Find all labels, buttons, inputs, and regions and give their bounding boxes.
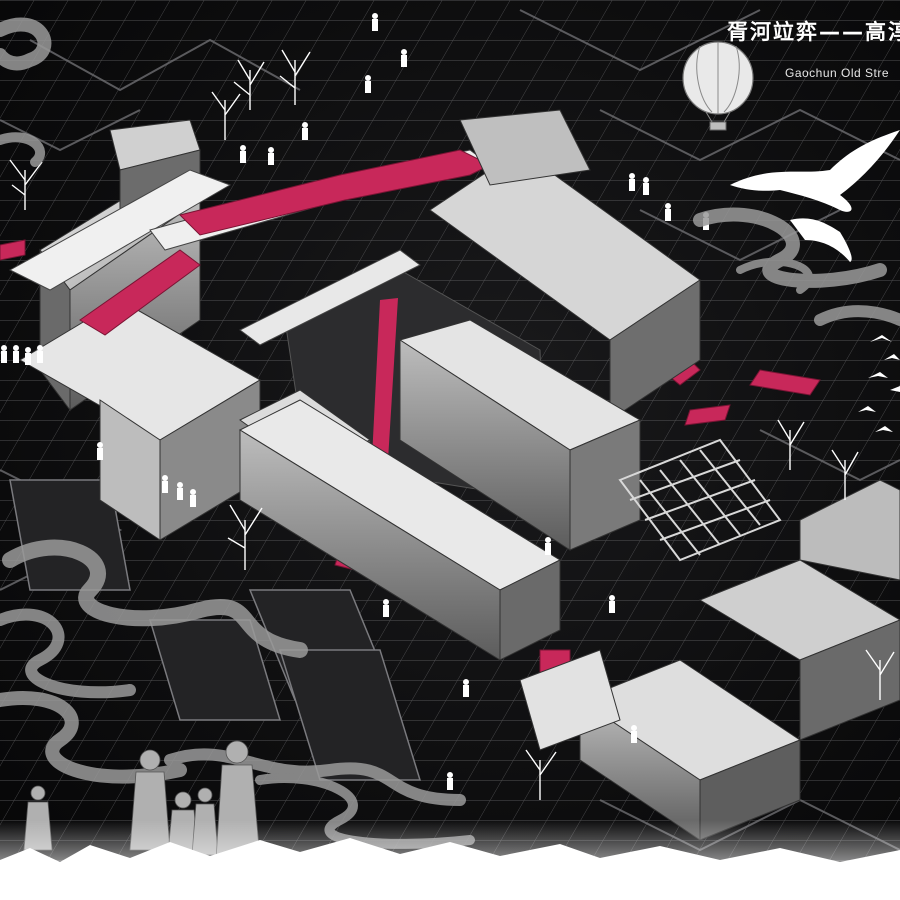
right-central-building <box>398 109 701 551</box>
bare-trees <box>9 49 895 800</box>
flying-birds <box>730 130 900 432</box>
foreground-mist <box>0 820 900 900</box>
timber-frame <box>618 438 782 562</box>
page-title: 胥河竝弈——高淳 <box>727 20 900 44</box>
front-bar-building <box>238 399 562 661</box>
lower-right-buildings <box>519 479 900 841</box>
pedestrians <box>1 13 709 790</box>
swirling-clouds <box>0 17 900 849</box>
page-subtitle: Gaochun Old Stre <box>785 66 890 80</box>
hot-air-balloon <box>682 41 754 131</box>
